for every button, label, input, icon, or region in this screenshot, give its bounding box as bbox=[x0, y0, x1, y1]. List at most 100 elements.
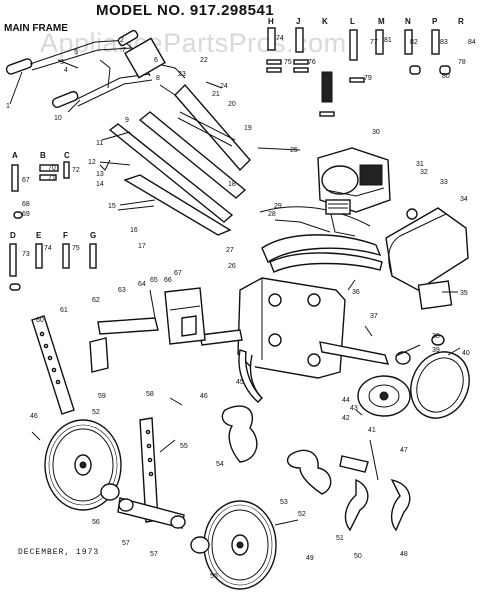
part-label: 36 bbox=[352, 289, 360, 296]
part-label: 58 bbox=[146, 391, 154, 398]
label-P: P bbox=[432, 17, 438, 26]
part-label: 59 bbox=[98, 393, 106, 400]
part-label: 42 bbox=[342, 415, 350, 422]
part-label: 23 bbox=[178, 71, 186, 78]
part-label: 35 bbox=[460, 290, 468, 297]
part-label: 20 bbox=[228, 101, 236, 108]
part-label: 54 bbox=[216, 461, 224, 468]
label-D: D bbox=[10, 231, 16, 240]
part-label: 65 bbox=[150, 277, 158, 284]
bracket-assembly bbox=[89, 287, 206, 373]
label-F: F bbox=[63, 231, 68, 240]
part-label: 30 bbox=[372, 129, 380, 136]
label-M: M bbox=[378, 17, 385, 26]
part-label: 39 bbox=[432, 347, 440, 354]
part-label: 67 bbox=[174, 270, 182, 277]
part-label: 18 bbox=[228, 181, 236, 188]
label-R: R bbox=[458, 17, 464, 26]
part-label: 73 bbox=[22, 251, 30, 258]
part-number-labels: 1 2 3 4 5 6 7 8 9 10 11 12 13 14 15 16 1… bbox=[6, 35, 476, 580]
part-label: 62 bbox=[92, 297, 100, 304]
part-label: 17 bbox=[138, 243, 146, 250]
part-label: 13 bbox=[96, 171, 104, 178]
part-label: 47 bbox=[400, 447, 408, 454]
label-H: H bbox=[268, 17, 274, 26]
model-title: MODEL NO. 917.298541 bbox=[96, 2, 275, 19]
part-label: 57 bbox=[150, 551, 158, 558]
label-K: K bbox=[322, 17, 328, 26]
part-label: 8 bbox=[156, 75, 160, 82]
part-label: 5 bbox=[74, 49, 78, 56]
depth-stake bbox=[31, 315, 75, 415]
part-label: 46 bbox=[30, 413, 38, 420]
part-label: 16 bbox=[130, 227, 138, 234]
handle-assembly bbox=[5, 29, 186, 108]
part-label: 3 bbox=[60, 59, 64, 66]
date-footer: DECEMBER, 1973 bbox=[18, 548, 100, 557]
part-label: 77 bbox=[370, 39, 378, 46]
part-label: 2 bbox=[120, 37, 124, 44]
part-label: 26 bbox=[228, 263, 236, 270]
part-label: 68 bbox=[22, 201, 30, 208]
part-label: 11 bbox=[96, 140, 103, 147]
pulley-and-belt bbox=[357, 334, 470, 419]
label-E: E bbox=[36, 231, 42, 240]
part-label: 24 bbox=[220, 83, 228, 90]
part-label: 66 bbox=[164, 277, 172, 284]
label-B: B bbox=[40, 151, 46, 160]
part-label: 25 bbox=[290, 147, 298, 154]
hardware-icons bbox=[9, 27, 451, 291]
part-label: 37 bbox=[370, 313, 378, 320]
part-label: 19 bbox=[244, 125, 252, 132]
part-label: 80 bbox=[442, 73, 450, 80]
part-label: 48 bbox=[400, 551, 408, 558]
part-label: 60 bbox=[36, 317, 44, 324]
part-label: 44 bbox=[342, 397, 350, 404]
part-label: 43 bbox=[350, 405, 358, 412]
part-label: 52 bbox=[298, 511, 306, 518]
part-label: 75 bbox=[72, 245, 80, 252]
part-label: 10 bbox=[54, 115, 62, 122]
part-label: 64 bbox=[138, 281, 146, 288]
part-label: 41 bbox=[368, 427, 376, 434]
part-label: 45 bbox=[236, 379, 244, 386]
part-label: 28 bbox=[268, 211, 276, 218]
part-label: 61 bbox=[60, 307, 68, 314]
part-label: 69 bbox=[22, 211, 30, 218]
part-label: 82 bbox=[410, 39, 418, 46]
part-label: 79 bbox=[364, 75, 372, 82]
part-label: 22 bbox=[200, 57, 208, 64]
part-label: 56 bbox=[210, 573, 218, 580]
part-label: 72 bbox=[72, 167, 80, 174]
part-label: 12 bbox=[88, 159, 96, 166]
part-label: 14 bbox=[96, 181, 104, 188]
part-label: 31 bbox=[416, 161, 424, 168]
part-label: 63 bbox=[118, 287, 126, 294]
label-C: C bbox=[64, 151, 70, 160]
transmission bbox=[199, 277, 390, 379]
part-label: 74 bbox=[276, 35, 284, 42]
part-label: 50 bbox=[354, 553, 362, 560]
label-A: A bbox=[12, 151, 18, 160]
tine-shield bbox=[259, 206, 383, 273]
wheel-leg bbox=[100, 417, 186, 529]
label-G: G bbox=[90, 231, 96, 240]
part-label: 33 bbox=[440, 179, 448, 186]
part-label: 76 bbox=[308, 59, 316, 66]
part-label: 4 bbox=[64, 67, 68, 74]
part-label: 70 bbox=[48, 165, 56, 172]
part-label: 55 bbox=[180, 443, 188, 450]
tines bbox=[221, 349, 411, 532]
part-label: 40 bbox=[462, 350, 470, 357]
part-label: 38 bbox=[432, 333, 440, 340]
part-label: 67 bbox=[22, 177, 30, 184]
belt-guard bbox=[385, 207, 469, 310]
part-label: 84 bbox=[468, 39, 476, 46]
right-wheel bbox=[190, 500, 277, 590]
part-label: 78 bbox=[458, 59, 466, 66]
part-label: 21 bbox=[212, 91, 220, 98]
part-label: 6 bbox=[154, 57, 158, 64]
section-title: MAIN FRAME bbox=[4, 23, 68, 34]
part-label: 34 bbox=[460, 196, 468, 203]
